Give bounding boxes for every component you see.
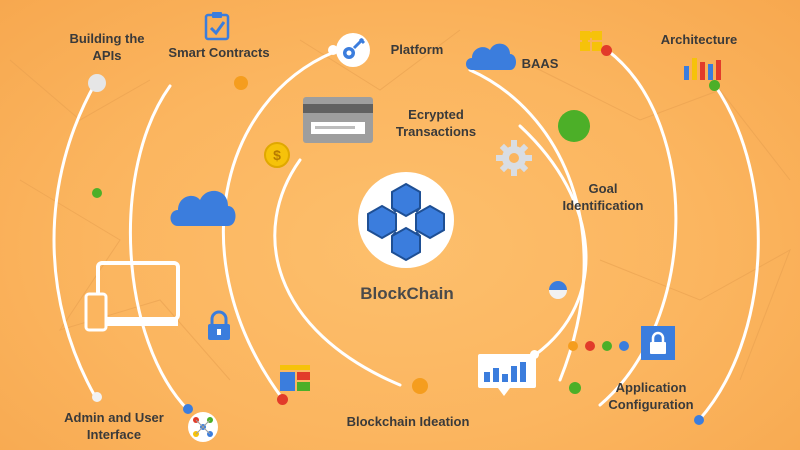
node-dot bbox=[234, 76, 248, 90]
coin-icon: $ bbox=[264, 142, 290, 168]
wrench-gear-icon bbox=[336, 33, 370, 67]
gear-icon bbox=[494, 138, 534, 178]
node-dot bbox=[619, 341, 629, 351]
node-dot bbox=[412, 378, 428, 394]
label-architecture: Architecture bbox=[660, 32, 738, 47]
node-dot bbox=[602, 341, 612, 351]
node-dot bbox=[92, 392, 102, 402]
clipboard-check-icon bbox=[203, 11, 231, 41]
label-encrypted-transactions: Ecrypted Transactions bbox=[395, 107, 477, 139]
node-dot bbox=[601, 45, 612, 56]
cloud-icon bbox=[166, 182, 242, 228]
node-dot bbox=[549, 281, 567, 299]
center-title: BlockChain bbox=[360, 284, 454, 303]
node-dot bbox=[709, 80, 720, 91]
laptop-phone-icon bbox=[84, 260, 184, 332]
label-building-apis: Building the APIs bbox=[69, 31, 145, 63]
node-dot bbox=[585, 341, 595, 351]
credit-card-icon bbox=[302, 96, 374, 144]
window-icon bbox=[280, 365, 310, 391]
label-smart-contracts: Smart Contracts bbox=[168, 45, 270, 60]
network-people-icon bbox=[188, 412, 218, 442]
label-application-configuration: Application Configuration bbox=[608, 380, 694, 412]
svg-text:$: $ bbox=[273, 147, 281, 163]
node-dot bbox=[694, 415, 704, 425]
bar-chart-icon bbox=[684, 56, 722, 84]
node-dot bbox=[530, 350, 539, 359]
lock-icon bbox=[206, 310, 232, 342]
lock-icon bbox=[641, 326, 675, 360]
node-dot bbox=[92, 188, 102, 198]
node-dot bbox=[568, 341, 578, 351]
label-admin-user-interface: Admin and User Interface bbox=[64, 410, 164, 442]
node-dot bbox=[277, 394, 288, 405]
cloud-icon bbox=[462, 36, 520, 72]
label-blockchain-ideation: Blockchain Ideation bbox=[346, 414, 470, 429]
node-dot bbox=[183, 404, 193, 414]
label-baas: BAAS bbox=[521, 56, 559, 71]
node-dot bbox=[88, 74, 106, 92]
label-platform: Platform bbox=[390, 42, 444, 57]
node-dot bbox=[328, 45, 338, 55]
node-dot bbox=[558, 110, 590, 142]
blocks-icon bbox=[358, 172, 454, 268]
line-chart-icon bbox=[478, 354, 538, 396]
puzzle-icon bbox=[578, 27, 606, 53]
label-goal-identification: Goal Identification bbox=[562, 181, 644, 213]
node-dot bbox=[569, 382, 581, 394]
